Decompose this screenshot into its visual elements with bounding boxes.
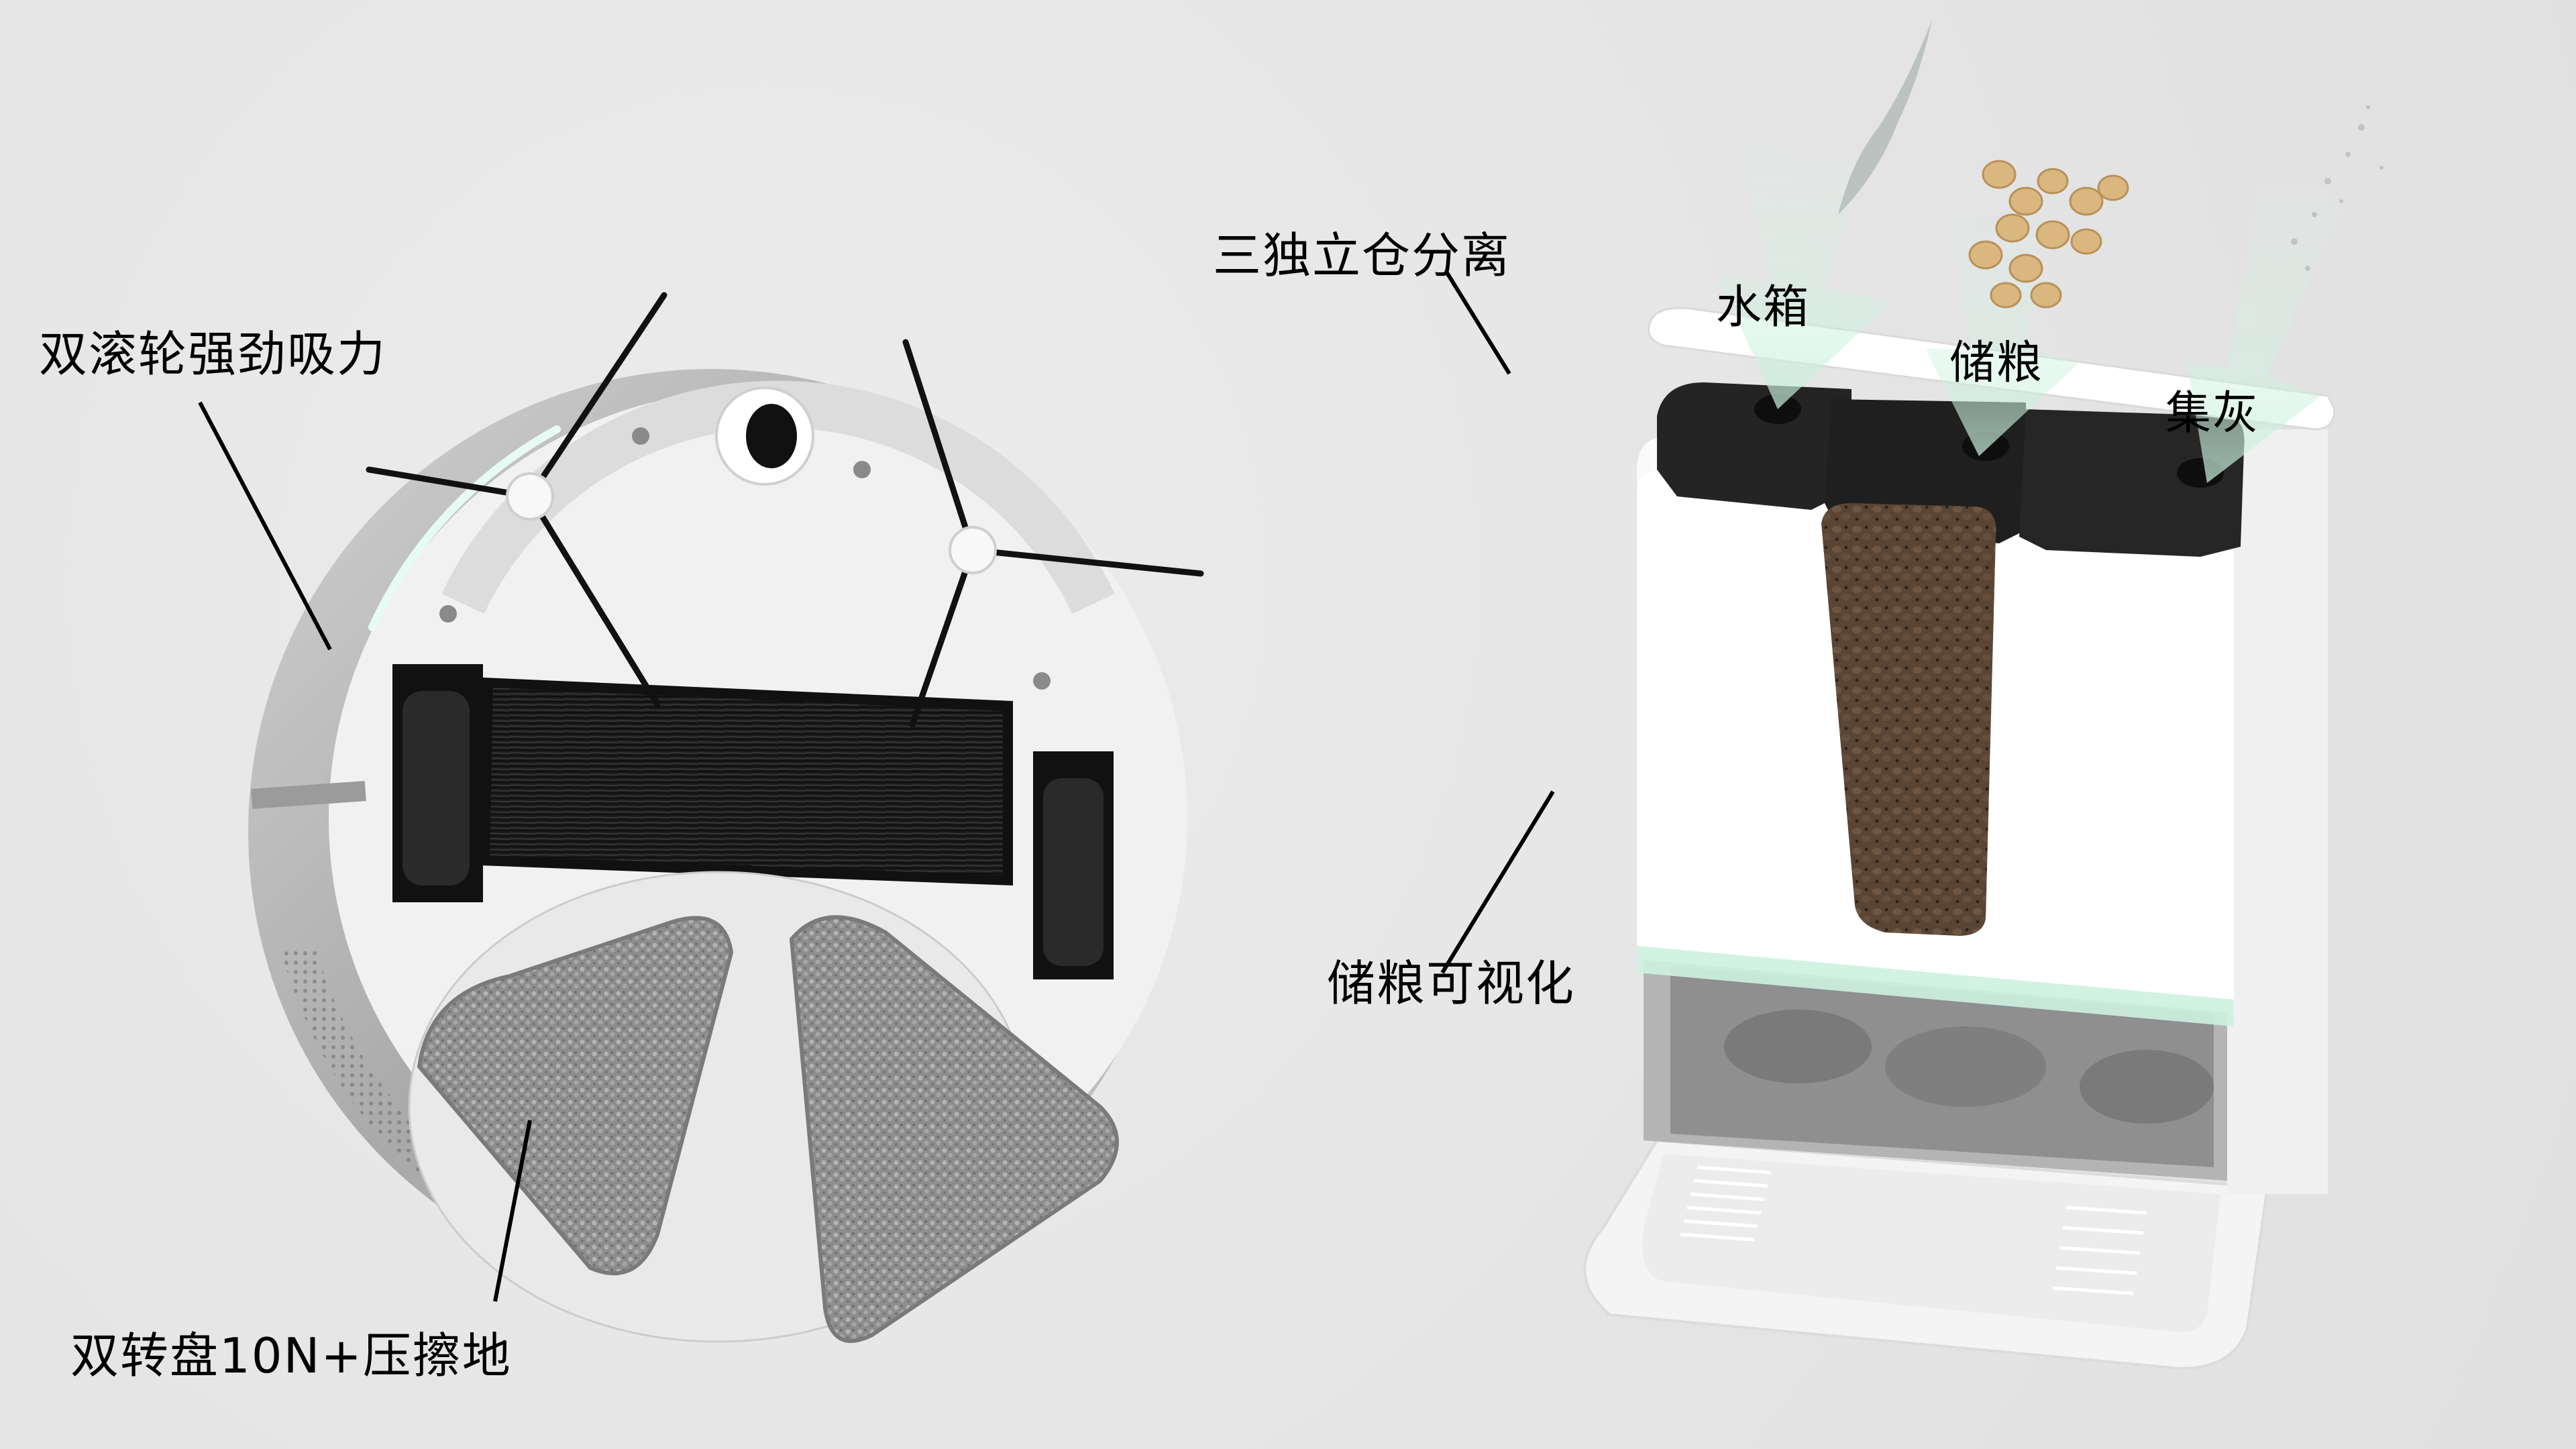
leader-lines: [198, 270, 1555, 1302]
robot-body: [248, 292, 1204, 1343]
label-food-storage: 储粮: [1949, 337, 2044, 390]
label-robot-suction: 双滚轮强劲吸力: [39, 326, 387, 382]
label-robot-mop: 双转盘10N+压擦地: [70, 1328, 512, 1384]
base-station: [1583, 20, 2383, 1371]
label-water-tank: 水箱: [1716, 281, 1811, 334]
label-dust-collection: 集灰: [2165, 387, 2260, 440]
label-station-separation: 三独立仓分离: [1213, 227, 1511, 284]
label-food-visible: 储粮可视化: [1327, 955, 1576, 1012]
